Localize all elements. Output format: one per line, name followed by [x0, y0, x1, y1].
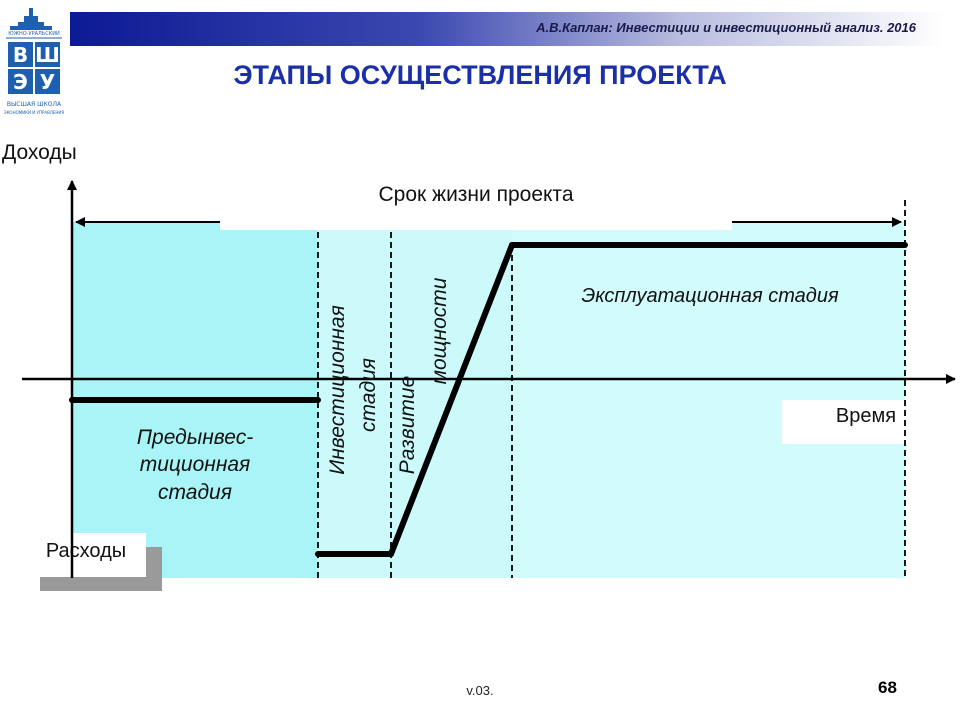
- version-label: v.03.: [466, 683, 494, 698]
- y-axis-top-label: Доходы: [2, 141, 77, 164]
- time-label-box: [782, 400, 907, 444]
- pre-investment-stage-label-line-1: Предынвес-: [137, 426, 253, 449]
- page-number: 68: [878, 678, 897, 697]
- logo-bottom-text: ВЫСШАЯ ШКОЛА: [7, 101, 62, 108]
- investment-stage-label-line-1: Инвестиционная: [326, 305, 349, 475]
- capacity-stage-label-line-1: Развитие: [396, 376, 419, 474]
- x-axis-label: Время: [836, 405, 896, 427]
- logo-letter-3: Э: [13, 70, 28, 94]
- logo-letters: В Ш Э У: [8, 42, 60, 94]
- header-author-text: А.В.Каплан: Инвестиции и инвестиционный …: [536, 20, 916, 35]
- logo-letter-2: Ш: [35, 43, 60, 67]
- logo-bottom-subtext: ЭКОНОМИКИ И УПРАВЛЕНИЯ: [4, 110, 65, 115]
- header-band: [70, 12, 944, 46]
- logo-letter-1: В: [13, 43, 28, 67]
- lifetime-label: Срок жизни проекта: [378, 183, 573, 206]
- building-icon: [10, 8, 52, 30]
- lifetime-label-gap: [220, 214, 732, 230]
- investment-stage-label-line-2: стадия: [357, 358, 380, 432]
- y-axis-bottom-label: Расходы: [46, 540, 126, 562]
- slide-title: ЭТАПЫ ОСУЩЕСТВЛЕНИЯ ПРОЕКТА: [233, 60, 727, 90]
- school-logo: ЮЖНО-УРАЛЬСКИЙ В Ш Э У ВЫСШАЯ ШКОЛА ЭКОН…: [2, 2, 66, 120]
- pre-investment-stage-label-line-3: стадия: [158, 481, 232, 504]
- cash-flow-ramp: [388, 242, 515, 557]
- investment-area: [318, 222, 512, 578]
- expenses-label-box: [28, 533, 146, 577]
- pre-investment-stage-label-line-2: тиционная: [140, 453, 251, 476]
- logo-top-text: ЮЖНО-УРАЛЬСКИЙ: [8, 30, 60, 37]
- capacity-stage-label-line-2: мощности: [428, 277, 451, 384]
- operational-stage-label: Эксплуатационная стадия: [581, 285, 839, 307]
- logo-letter-4: У: [40, 70, 55, 94]
